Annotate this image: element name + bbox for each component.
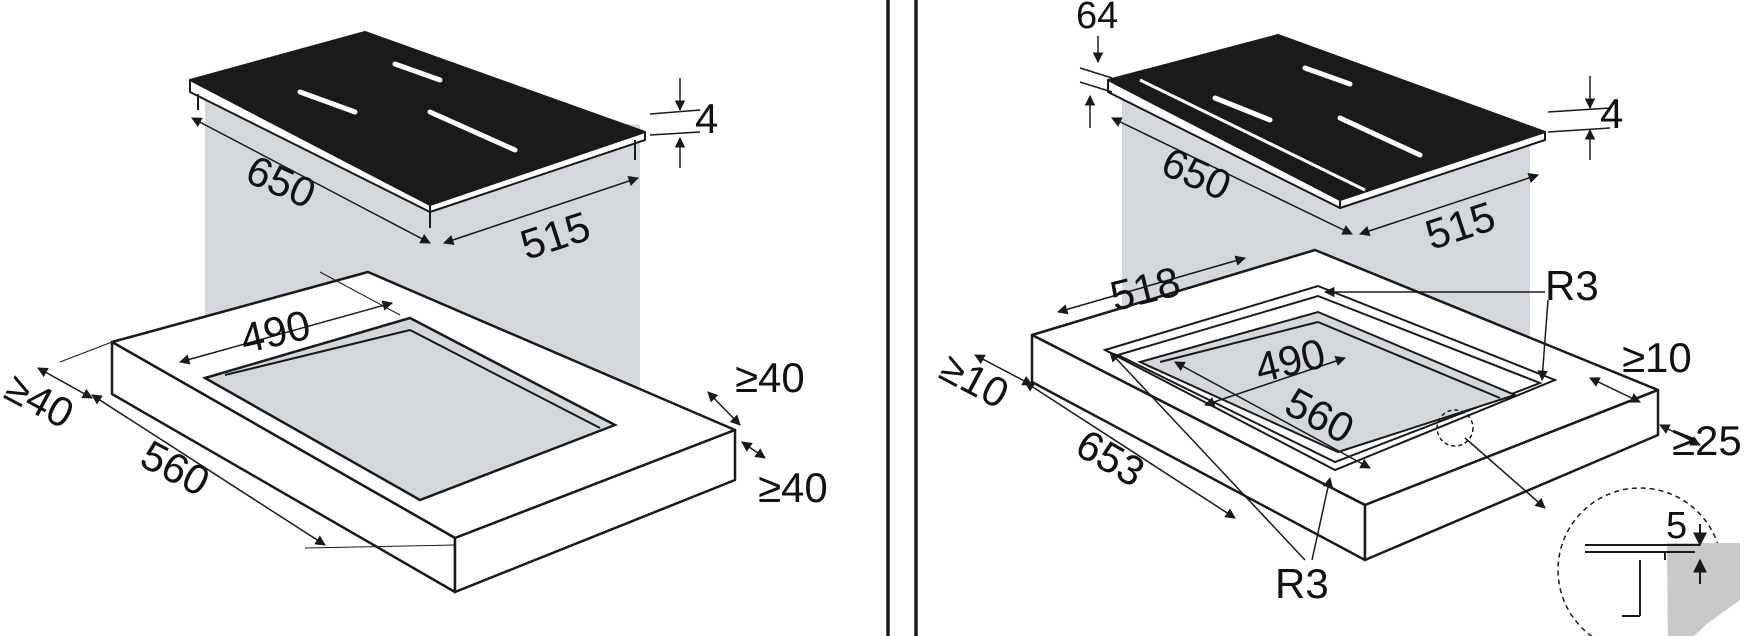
right-side-distance-label: ≥10 xyxy=(1622,334,1692,381)
right-radius-top-label: R3 xyxy=(1545,262,1599,309)
left-back-distance-label: ≥40 xyxy=(735,354,805,401)
left-burner-marks xyxy=(297,61,518,153)
left-panel: 650 515 4 490 560 ≥40 ≥40 ≥40 xyxy=(0,31,828,594)
right-burner-marks xyxy=(1212,65,1423,158)
right-radius-bottom-label: R3 xyxy=(1275,560,1329,607)
right-detail-rebate-label: 5 xyxy=(1666,505,1687,547)
left-dimension-lines xyxy=(37,78,766,549)
right-detail-callout xyxy=(1557,487,1740,636)
right-back-distance-label: ≥10 xyxy=(933,343,1017,417)
left-front-distance-label: ≥40 xyxy=(0,363,82,437)
left-glass-thickness-label: 4 xyxy=(695,95,718,142)
right-detail-marker xyxy=(1436,409,1474,447)
right-frame-height-label: 64 xyxy=(1076,0,1118,37)
right-dimension-lines xyxy=(974,36,1701,561)
right-panel: 64 650 515 4 518 653 490 560 R3 R3 ≥10 ≥… xyxy=(933,0,1742,636)
panel-divider xyxy=(886,0,918,636)
right-edge-distance-label: ≥25 xyxy=(1672,417,1742,464)
left-side-distance-label: ≥40 xyxy=(758,464,828,511)
right-glass-thickness-label: 4 xyxy=(1600,90,1623,137)
